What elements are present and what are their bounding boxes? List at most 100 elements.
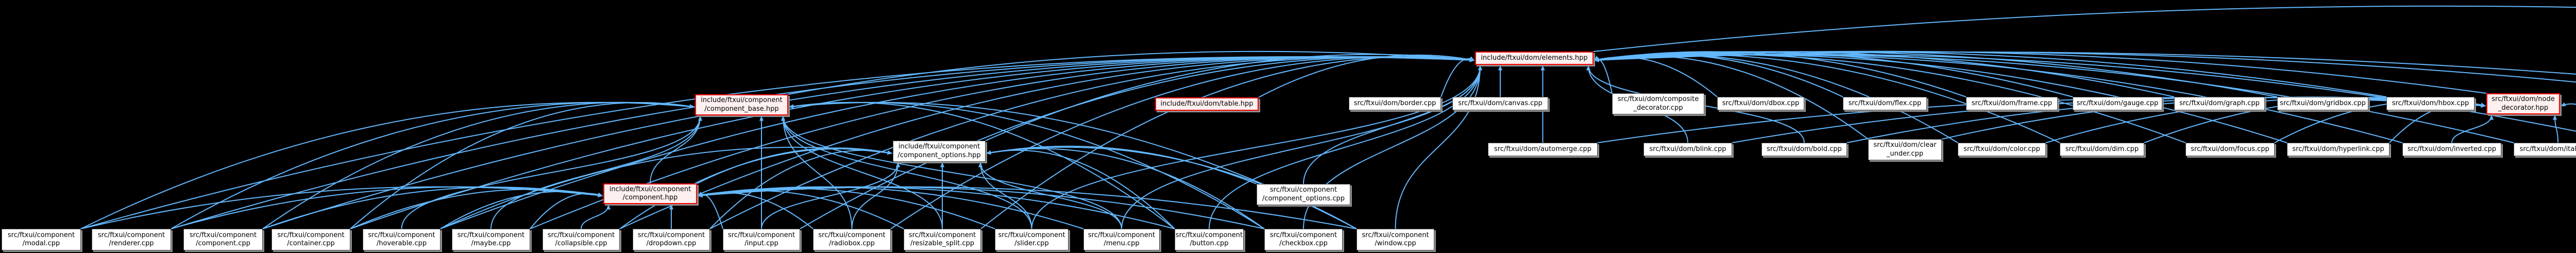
node-label-line: /container.cpp	[287, 240, 335, 247]
node-label-line: /radiobox.cpp	[829, 240, 875, 247]
graph-node-window-cpp[interactable]: src/ftxui/component/window.cpp	[1357, 229, 1434, 250]
node-label-line: include/ftxui/component	[701, 96, 783, 104]
graph-node-component-cpp[interactable]: src/ftxui/component/component.cpp	[183, 229, 263, 250]
edge-component-hpp-to-component-base-hpp	[650, 115, 702, 184]
node-label-line: src/ftxui/dom/node	[2492, 95, 2555, 103]
graph-node-automerge-cpp[interactable]: src/ftxui/dom/automerge.cpp	[1488, 143, 1598, 156]
graph-node-dbox-cpp[interactable]: src/ftxui/dom/dbox.cpp	[1717, 97, 1804, 110]
graph-node-gridbox-cpp[interactable]: src/ftxui/dom/gridbox.cpp	[2277, 97, 2368, 110]
edge-input-cpp-to-component-options-hpp	[761, 162, 900, 229]
edge-flex-cpp-to-elements-hpp	[1594, 54, 1843, 97]
node-label-line: src/ftxui/dom/color.cpp	[1963, 145, 2040, 153]
graph-node-collapsible-cpp[interactable]: src/ftxui/component/collapsible.cpp	[543, 229, 620, 250]
graph-node-focus-cpp[interactable]: src/ftxui/dom/focus.cpp	[2185, 143, 2275, 156]
graph-node-component-base-hpp[interactable]: include/ftxui/component/component_base.h…	[695, 94, 788, 115]
node-label-line: _under.cpp	[1886, 149, 1924, 158]
node-label-line: src/ftxui/dom/gridbox.cpp	[2280, 99, 2366, 107]
graph-node-checkbox-cpp[interactable]: src/ftxui/component/checkbox.cpp	[1264, 229, 1343, 250]
node-label-line: /input.cpp	[744, 240, 778, 247]
graph-node-slider-cpp[interactable]: src/ftxui/component/slider.cpp	[995, 229, 1069, 250]
graph-node-border-cpp[interactable]: src/ftxui/dom/border.cpp	[1349, 97, 1441, 110]
edge-checkbox-cpp-to-component-hpp	[697, 186, 1265, 229]
node-label-line: /maybe.cpp	[471, 240, 511, 247]
graph-node-canvas-cpp[interactable]: src/ftxui/dom/canvas.cpp	[1452, 97, 1548, 110]
node-label-line: include/ftxui/component	[609, 185, 691, 193]
edge-component-options-cpp-to-component-options-hpp	[986, 145, 1257, 184]
edge-menu-cpp-to-component-base-hpp	[781, 115, 1122, 229]
edge-italic-cpp-to-node-decorator-hpp	[2553, 114, 2558, 143]
node-label-line: src/ftxui/component	[1088, 231, 1156, 239]
node-label-line: src/ftxui/dom/composite	[1617, 95, 1699, 103]
graph-node-input-cpp[interactable]: src/ftxui/component/input.cpp	[723, 229, 800, 250]
edge-button-cpp-to-elements-hpp	[1209, 65, 1482, 229]
edge-menu-cpp-to-component-options-hpp	[978, 162, 1122, 229]
graph-node-composite-decorator-cpp[interactable]: src/ftxui/dom/composite_decorator.cpp	[1612, 93, 1704, 114]
edge-menu-cpp-to-component-hpp	[697, 186, 1084, 229]
graph-node-blink-cpp[interactable]: src/ftxui/dom/blink.cpp	[1643, 143, 1732, 156]
graph-node-radiobox-cpp[interactable]: src/ftxui/component/radiobox.cpp	[813, 229, 891, 250]
node-label-line: src/ftxui/dom/automerge.cpp	[1494, 145, 1592, 153]
node-label-line: /hoverable.cpp	[376, 240, 427, 247]
graph-node-component-options-cpp[interactable]: src/ftxui/component/component_options.cp…	[1257, 184, 1350, 205]
graph-node-component-hpp[interactable]: include/ftxui/component/component.hpp	[603, 183, 697, 204]
graph-node-hyperlink-cpp[interactable]: src/ftxui/dom/hyperlink.cpp	[2287, 143, 2389, 156]
graph-node-resizable-split-cpp[interactable]: src/ftxui/component/resizable_split.cpp	[904, 229, 981, 250]
graph-node-node-decorator-hpp[interactable]: src/ftxui/dom/node_decorator.hpp	[2486, 93, 2560, 114]
edge-radiobox-cpp-to-component-base-hpp	[781, 115, 853, 229]
node-label-line: _decorator.cpp	[1633, 104, 1683, 112]
graph-node-renderer-cpp[interactable]: src/ftxui/component/renderer.cpp	[92, 229, 171, 250]
node-label-line: src/ftxui/component	[368, 231, 435, 239]
graph-node-hbox-cpp[interactable]: src/ftxui/dom/hbox.cpp	[2386, 97, 2475, 110]
graph-node-frame-cpp[interactable]: src/ftxui/dom/frame.cpp	[1966, 97, 2058, 110]
graph-node-inverted-cpp[interactable]: src/ftxui/dom/inverted.cpp	[2402, 143, 2501, 156]
node-label-line: src/ftxui/component	[97, 231, 165, 239]
graph-node-bold-cpp[interactable]: src/ftxui/dom/bold.cpp	[1761, 143, 1847, 156]
graph-node-table-hpp[interactable]: include/ftxui/dom/table.hpp	[1155, 97, 1259, 111]
graph-node-graph-cpp[interactable]: src/ftxui/dom/graph.cpp	[2174, 97, 2265, 110]
graph-node-clear-under-cpp[interactable]: src/ftxui/dom/clear_under.cpp	[1868, 139, 1942, 160]
node-label-line: /dropdown.cpp	[646, 240, 697, 247]
edge-dbox-cpp-to-elements-hpp	[1594, 56, 1718, 97]
graph-node-color-cpp[interactable]: src/ftxui/dom/color.cpp	[1958, 143, 2046, 156]
edge-hoverable-cpp-to-component-options-hpp	[440, 146, 893, 229]
node-label-line: /slider.cpp	[1014, 240, 1049, 247]
graph-node-gauge-cpp[interactable]: src/ftxui/dom/gauge.cpp	[2073, 97, 2162, 110]
node-label-line: _decorator.hpp	[2498, 104, 2549, 112]
edge-window-cpp-to-component-base-hpp	[788, 102, 1357, 229]
node-label-line: src/ftxui/component	[277, 231, 345, 239]
graph-node-elements-hpp[interactable]: include/ftxui/dom/elements.hpp	[1475, 52, 1594, 65]
node-label-line: src/ftxui/dom/clear	[1873, 141, 1937, 149]
edge-paragraph-cpp-to-elements-hpp	[1594, 51, 2576, 83]
edge-slider-cpp-to-component-base-hpp	[781, 115, 1032, 229]
node-label-line: src/ftxui/dom/frame.cpp	[1971, 99, 2053, 107]
graph-node-modal-cpp[interactable]: src/ftxui/component/modal.cpp	[2, 229, 81, 250]
node-label-line: include/ftxui/dom/table.hpp	[1160, 99, 1253, 108]
node-label-line: /collapsible.cpp	[555, 240, 607, 247]
node-label-line: src/ftxui/component	[1269, 186, 1337, 194]
graph-node-dropdown-cpp[interactable]: src/ftxui/component/dropdown.cpp	[633, 229, 710, 250]
node-label-line: src/ftxui/component	[727, 231, 795, 239]
node-label-line: src/ftxui/dom/graph.cpp	[2179, 99, 2260, 107]
edge-color-cpp-to-elements-hpp	[1594, 54, 1958, 143]
graph-node-component-options-hpp[interactable]: include/ftxui/component/component_option…	[893, 141, 986, 162]
edge-dropdown-cpp-to-component-options-hpp	[709, 149, 893, 229]
graph-node-maybe-cpp[interactable]: src/ftxui/component/maybe.cpp	[452, 229, 530, 250]
node-label-line: src/ftxui/dom/italic.cpp	[2519, 145, 2576, 153]
edge-radiobox-cpp-to-component-options-hpp	[851, 162, 900, 229]
edge-gauge-cpp-to-elements-hpp	[1594, 51, 2073, 97]
graph-node-hoverable-cpp[interactable]: src/ftxui/component/hoverable.cpp	[363, 229, 440, 250]
node-label-line: src/ftxui/component	[547, 231, 615, 239]
node-label-line: src/ftxui/dom/border.cpp	[1353, 99, 1436, 107]
graph-node-flex-cpp[interactable]: src/ftxui/dom/flex.cpp	[1843, 97, 1927, 110]
graph-node-container-cpp[interactable]: src/ftxui/component/container.cpp	[272, 229, 350, 250]
node-label-line: src/ftxui/dom/hbox.cpp	[2392, 99, 2469, 107]
graph-node-button-cpp[interactable]: src/ftxui/component/button.cpp	[1175, 229, 1244, 250]
node-label-line: src/ftxui/dom/hyperlink.cpp	[2292, 145, 2384, 153]
node-label-line: src/ftxui/component	[637, 231, 705, 239]
edge-hoverable-cpp-to-component-base-hpp	[401, 115, 702, 229]
graph-node-italic-cpp[interactable]: src/ftxui/dom/italic.cpp	[2514, 143, 2576, 156]
node-label-line: include/ftxui/component	[898, 143, 980, 150]
graph-node-dim-cpp[interactable]: src/ftxui/dom/dim.cpp	[2060, 143, 2144, 156]
graph-node-menu-cpp[interactable]: src/ftxui/component/menu.cpp	[1083, 229, 1160, 250]
